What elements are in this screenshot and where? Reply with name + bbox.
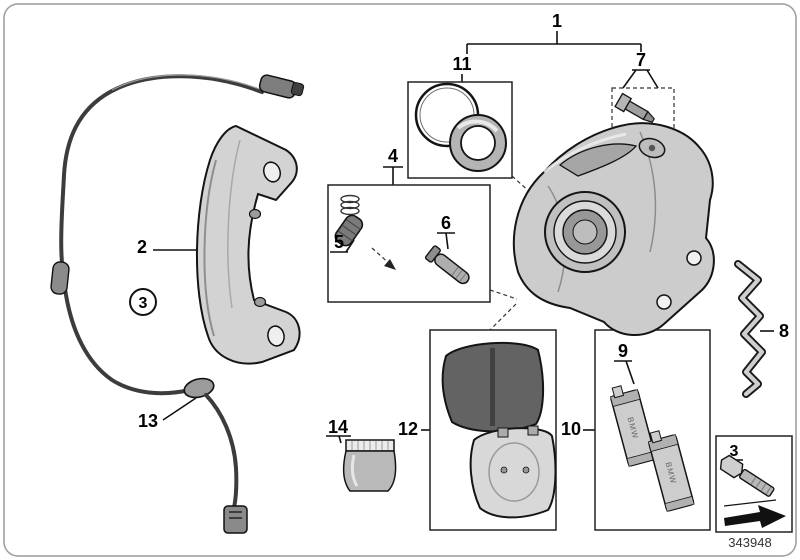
group-box-4 [327,184,491,303]
guide-pin-bore-upper [248,208,262,220]
seal-ring-set [414,82,507,172]
sensor-top-connector-tip [290,82,305,97]
anti-rattle-clip-2: BMW [647,430,695,512]
callout-1[interactable]: 1 [552,11,562,31]
guide-pin-bore-lower [253,296,267,308]
pad-wear-slot [490,348,495,426]
brake-pad-inner [469,425,557,519]
group-box-11 [407,81,513,179]
callout-12[interactable]: 12 [398,419,418,439]
svg-text:3: 3 [139,295,148,312]
piston-bore-center [572,219,598,245]
callout-11[interactable]: 11 [452,54,471,74]
guide-bolt-pin [424,245,470,285]
group-box-7 [611,87,675,141]
caliper-lug-hole-upper [686,250,702,266]
bleeder-hole [648,144,656,152]
callout-3[interactable]: 3 [129,288,157,316]
callout-leader-lines [153,31,774,461]
sensor-bottom-connector [223,505,248,534]
carrier-upper-bolt-hole [262,161,282,183]
direction-arrowhead [384,259,396,270]
callout-8[interactable]: 8 [779,321,789,341]
callout-2[interactable]: 2 [137,237,147,257]
caliper-lug-hole-lower [656,294,672,310]
callout-3-legend[interactable]: 3 [730,443,739,460]
bleeder-valve [614,92,655,123]
callout-9[interactable]: 9 [618,341,628,361]
group-box-12 [429,329,557,531]
callout-10[interactable]: 10 [561,419,581,439]
callout-7[interactable]: 7 [636,50,646,70]
cable-grommet [50,261,70,295]
mounting-bolt [719,454,775,497]
grease-packet [342,439,397,492]
pad-retaining-spring [734,260,766,398]
sensor-head [183,377,215,399]
carrier-lower-bolt-hole [267,325,285,347]
callout-5[interactable]: 5 [334,232,344,252]
guide-bushing [334,194,364,247]
caliper-bridge-window [558,143,638,177]
brake-pad-outer [441,341,545,433]
install-direction-arrow-icon [723,499,786,528]
brake-wear-sensor [50,74,305,534]
anti-rattle-clip-1: BMW [609,385,657,467]
callout-6[interactable]: 6 [441,213,451,233]
legend-box-3 [715,435,793,533]
brake-caliper-housing [512,122,715,337]
caliper-carrier-bracket [196,124,301,365]
callout-14[interactable]: 14 [328,417,348,437]
callout-4[interactable]: 4 [388,146,398,166]
callout-13[interactable]: 13 [138,411,158,431]
drawing-number: 343948 [728,535,771,550]
